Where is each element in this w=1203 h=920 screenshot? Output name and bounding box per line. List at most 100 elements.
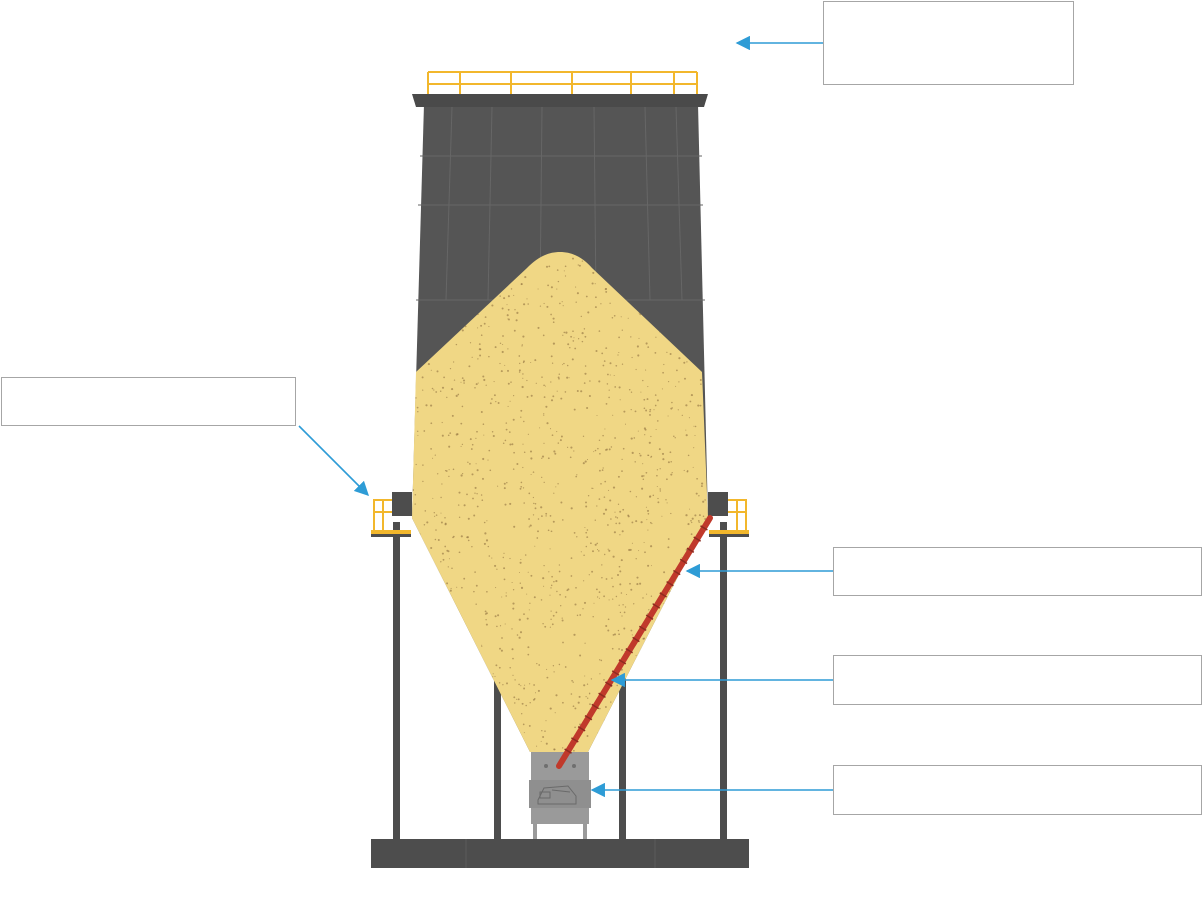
material-speckle — [412, 393, 413, 396]
material-speckle — [502, 335, 504, 337]
material-speckle — [460, 381, 462, 383]
material-speckle — [678, 381, 680, 383]
material-speckle — [513, 525, 516, 528]
material-speckle — [581, 260, 584, 262]
material-speckle — [598, 597, 600, 599]
material-speckle — [449, 650, 451, 652]
material-speckle — [645, 471, 648, 474]
material-speckle — [449, 589, 452, 592]
railing-icon — [373, 499, 392, 530]
material-speckle — [585, 505, 588, 508]
material-speckle — [618, 386, 621, 389]
material-speckle — [618, 633, 620, 636]
material-speckle — [518, 355, 521, 357]
material-speckle — [555, 694, 558, 697]
material-speckle — [556, 431, 558, 433]
material-speckle — [583, 382, 586, 384]
rod-tick — [571, 737, 579, 743]
material-speckle — [636, 726, 639, 728]
material-speckle — [532, 514, 535, 516]
material-speckle — [551, 575, 553, 578]
material-speckle — [616, 517, 619, 519]
material-speckle — [657, 497, 659, 500]
material-speckle — [699, 404, 702, 407]
material-speckle — [601, 352, 604, 355]
material-speckle — [554, 452, 557, 455]
material-speckle — [430, 369, 432, 371]
material-speckle — [434, 515, 436, 517]
material-speckle — [521, 713, 523, 715]
material-speckle — [414, 572, 416, 574]
material-speckle — [553, 581, 555, 583]
material-speckle — [588, 692, 591, 695]
material-speckle — [546, 676, 549, 679]
material-speckle — [659, 468, 661, 470]
material-speckle — [674, 437, 676, 439]
material-speckle — [609, 362, 612, 365]
platform-right — [709, 530, 749, 535]
rod-tick — [686, 547, 695, 553]
material-speckle — [558, 373, 561, 375]
material-speckle — [691, 665, 693, 667]
material-speckle — [657, 664, 660, 667]
material-speckle — [670, 512, 672, 515]
material-speckle — [571, 679, 573, 682]
material-speckle — [636, 345, 639, 348]
material-speckle — [550, 530, 553, 533]
material-speckle — [543, 413, 545, 415]
material-speckle — [669, 701, 671, 703]
callout-discharge — [833, 765, 1202, 815]
material-speckle — [678, 577, 681, 580]
material-speckle — [614, 386, 616, 388]
material-speckle — [455, 433, 458, 436]
material-speckle — [512, 657, 514, 660]
material-speckle — [651, 523, 653, 525]
material-speckle — [552, 614, 555, 617]
material-speckle — [503, 482, 506, 485]
material-speckle — [662, 458, 665, 461]
material-speckle — [574, 726, 576, 729]
material-speckle — [619, 399, 621, 401]
material-speckle — [457, 393, 460, 396]
material-speckle — [446, 582, 449, 585]
material-speckle — [575, 475, 578, 478]
material-speckle — [497, 402, 500, 404]
material-speckle — [695, 492, 698, 495]
material-speckle — [669, 590, 671, 593]
material-speckle — [436, 614, 439, 617]
material-speckle — [512, 589, 515, 591]
material-speckle — [674, 682, 677, 685]
material-speckle — [576, 536, 578, 538]
material-speckle — [658, 696, 661, 699]
material-speckle — [623, 611, 626, 614]
material-speckle — [432, 694, 434, 696]
material-speckle — [631, 356, 633, 359]
material-speckle — [669, 353, 672, 355]
material-speckle — [676, 683, 678, 685]
material-speckle — [693, 685, 695, 687]
material-speckle — [410, 256, 411, 257]
material-speckle — [550, 399, 554, 402]
material-speckle — [513, 395, 515, 397]
material-speckle — [526, 395, 529, 398]
material-speckle — [414, 548, 417, 551]
material-speckle — [534, 507, 537, 510]
material-speckle — [576, 614, 579, 617]
rod-tick — [577, 726, 586, 732]
material-speckle — [653, 409, 655, 411]
material-speckle — [421, 376, 424, 379]
material-speckle — [501, 307, 504, 310]
material-speckle — [420, 597, 423, 600]
material-speckle — [573, 337, 575, 339]
material-speckle — [501, 637, 503, 639]
material-speckle — [696, 477, 698, 480]
material-speckle — [522, 335, 525, 338]
material-speckle — [554, 748, 556, 751]
material-speckle — [536, 662, 538, 665]
material-speckle — [668, 620, 671, 623]
material-speckle — [586, 406, 589, 410]
material-speckle — [694, 425, 697, 428]
material-speckle — [422, 480, 424, 483]
material-speckle — [479, 354, 482, 357]
material-speckle — [453, 379, 456, 381]
